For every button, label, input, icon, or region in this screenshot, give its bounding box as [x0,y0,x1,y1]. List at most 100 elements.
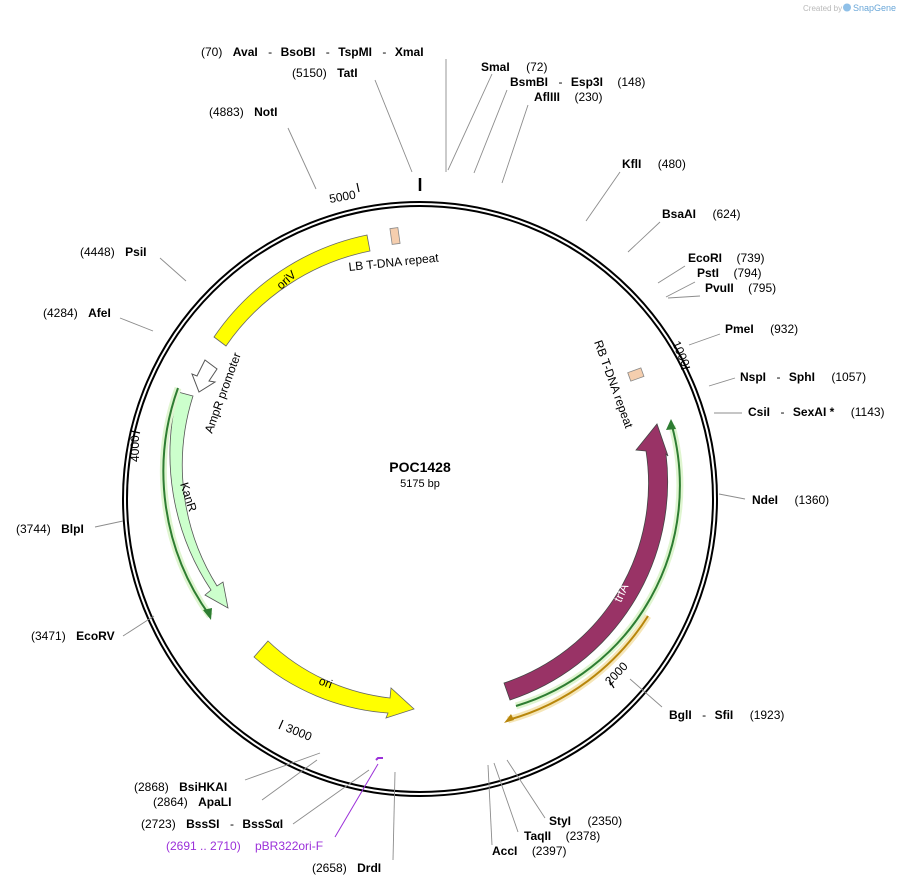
site-label-pvuii[interactable]: PvuII (795) [705,279,776,296]
site-label-styi[interactable]: StyI (2350) [549,812,622,829]
feature-ori[interactable]: ori [253,640,415,719]
orf-orange-track [507,615,649,721]
site-label-drdi[interactable]: (2658) DrdI [312,859,381,876]
site-label-acci[interactable]: AccI (2397) [492,842,567,859]
svg-text:CsiI - SexAI *: CsiI - SexAI * (1143) [748,403,885,420]
site-label-taqii[interactable]: TaqII (2378) [524,827,600,844]
feature-trfA[interactable]: trfA [503,423,669,701]
svg-text:NspI - SphI: NspI - SphI (1057) [740,368,866,385]
site-label-ndei[interactable]: NdeI (1360) [752,491,829,508]
site-leader-lines [94,59,746,861]
orf-green-right-track [515,425,681,707]
feature-ampr-promoter[interactable]: AmpR promoter [191,351,244,435]
tick-1000 [680,366,691,370]
site-label-nspi-group[interactable]: NspI - SphI (1057) [740,368,866,385]
site-label-ecorv[interactable]: (3471) EcoRV [31,627,115,644]
svg-text:AccI (2397): AccI (2397) [492,842,567,859]
feature-rb-tdna-repeat-shape [627,367,645,382]
site-labels-left: (70) AvaI - BsoBI - TspMI - XmaI (5150) … [16,43,424,876]
svg-text:PmeI (932): PmeI (932) [725,320,798,337]
primer-name: pBR322ori-F [255,839,323,853]
feature-oriV[interactable]: oriV [213,234,371,347]
plasmid-name: POC1428 [389,459,451,475]
svg-text:PvuII (795): PvuII (795) [705,279,776,296]
feature-trfA-label: trfA [611,581,631,604]
svg-text:(3471) EcoRV: (3471) EcoRV [31,627,115,644]
site-label-pmei[interactable]: PmeI (932) [725,320,798,337]
feature-ampr-promoter-shape [191,359,218,393]
orf-tracks [159,386,684,724]
feature-trfA-shape [503,423,669,701]
feature-kanr-shape [169,391,229,609]
snapgene-logo-icon [843,3,851,12]
backbone-outer-strand [122,201,718,797]
svg-text:(2864) ApaLI: (2864) ApaLI [153,793,231,810]
orf-green-left-arrowhead [203,608,212,620]
site-label-csii-group[interactable]: CsiI - SexAI * (1143) [748,403,885,420]
site-label-apali[interactable]: (2864) ApaLI [153,793,231,810]
site-label-bgli-group[interactable]: BglI - SfiI (1923) [669,706,784,723]
backbone-inner-strand [126,205,714,793]
tick-5000 [356,182,360,193]
snapgene-credit[interactable]: Created by SnapGene [803,3,896,13]
site-label-psii[interactable]: (4448) PsiI [80,243,147,260]
feature-rb-tdna-repeat-label: RB T-DNA repeat [591,338,636,430]
primer-leader-line [334,763,379,838]
tick-label-1000: 1000 [669,339,692,369]
feature-ori-shape [253,640,415,719]
svg-text:(2723) BssSI -: (2723) BssSI - BssSαI [141,815,283,832]
site-label-afliii[interactable]: AflIII (230) [534,88,602,105]
feature-kanr[interactable]: KanR [169,391,229,609]
svg-text:SmaI (72): SmaI (72) [481,58,547,75]
orf-orange-arrowhead [504,714,514,723]
svg-text:(4284) AfeI: (4284) AfeI [43,304,111,321]
svg-text:PstI (794): PstI (794) [697,264,761,281]
orf-green-right-arrowhead [666,419,676,430]
site-label-noti[interactable]: (4883) NotI [209,103,277,120]
site-label-bsaai[interactable]: BsaAI (624) [662,205,740,222]
primer-range: (2691 .. 2710) [166,839,241,853]
site-label-tati[interactable]: (5150) TatI [292,64,358,81]
svg-text:StyI (2350): StyI (2350) [549,812,622,829]
svg-text:(5150) TatI: (5150) TatI [292,64,358,81]
site-label-avai-group[interactable]: (70) AvaI - BsoBI - TspMI - XmaI [201,43,424,60]
feature-lb-tdna-repeat-label: LB T-DNA repeat [348,251,440,274]
site-label-bsmbi-group[interactable]: BsmBI - Esp3I (148) [510,73,645,90]
svg-text:BglI - SfiI: BglI - SfiI (1923) [669,706,784,723]
svg-text:EcoRI (739): EcoRI (739) [688,249,764,266]
site-label-blpi[interactable]: (3744) BlpI [16,520,84,537]
credit-prefix: Created by [803,4,842,13]
svg-text:(2658) DrdI: (2658) DrdI [312,859,381,876]
primer-marker [375,757,383,761]
primer-pbr322ori-f[interactable]: (2691 .. 2710) pBR322ori-F [166,757,383,853]
feature-ori-label: ori [317,674,334,692]
svg-text:NdeI (1360): NdeI (1360) [752,491,829,508]
svg-text:TaqII (2378): TaqII (2378) [524,827,600,844]
site-labels-right: SmaI (72) BsmBI - Esp3I (148) AflIII (23… [481,58,885,859]
site-label-psti[interactable]: PstI (794) [697,264,761,281]
credit-brand: SnapGene [853,3,896,13]
tick-4000 [130,430,141,434]
svg-text:(2868) BsiHKAI: (2868) BsiHKAI [134,778,227,795]
plasmid-title: POC1428 5175 bp [389,459,451,490]
feature-oriV-shape [213,234,371,347]
svg-text:BsmBI - Esp3I: BsmBI - Esp3I (148) [510,73,645,90]
site-label-kfli[interactable]: KflI (480) [622,155,686,172]
feature-rb-tdna-repeat[interactable]: RB T-DNA repeat [591,338,645,431]
site-label-ecori[interactable]: EcoRI (739) [688,249,764,266]
orf-green-left-track [162,387,211,617]
site-label-smai[interactable]: SmaI (72) [481,58,547,75]
tick-3000 [278,719,284,730]
feature-lb-tdna-repeat-shape [389,227,401,245]
site-label-afei[interactable]: (4284) AfeI [43,304,111,321]
tick-label-4000: 4000 [128,435,142,462]
svg-text:KflI (480): KflI (480) [622,155,686,172]
site-label-bsssi-group[interactable]: (2723) BssSI - BssSαI [141,815,283,832]
svg-text:AflIII (230): AflIII (230) [534,88,602,105]
site-label-bsihkai[interactable]: (2868) BsiHKAI [134,778,227,795]
tick-label-5000: 5000 [328,187,357,205]
plasmid-length: 5175 bp [400,478,440,490]
svg-text:(4883) NotI: (4883) NotI [209,103,277,120]
tick-label-3000: 3000 [284,721,314,744]
